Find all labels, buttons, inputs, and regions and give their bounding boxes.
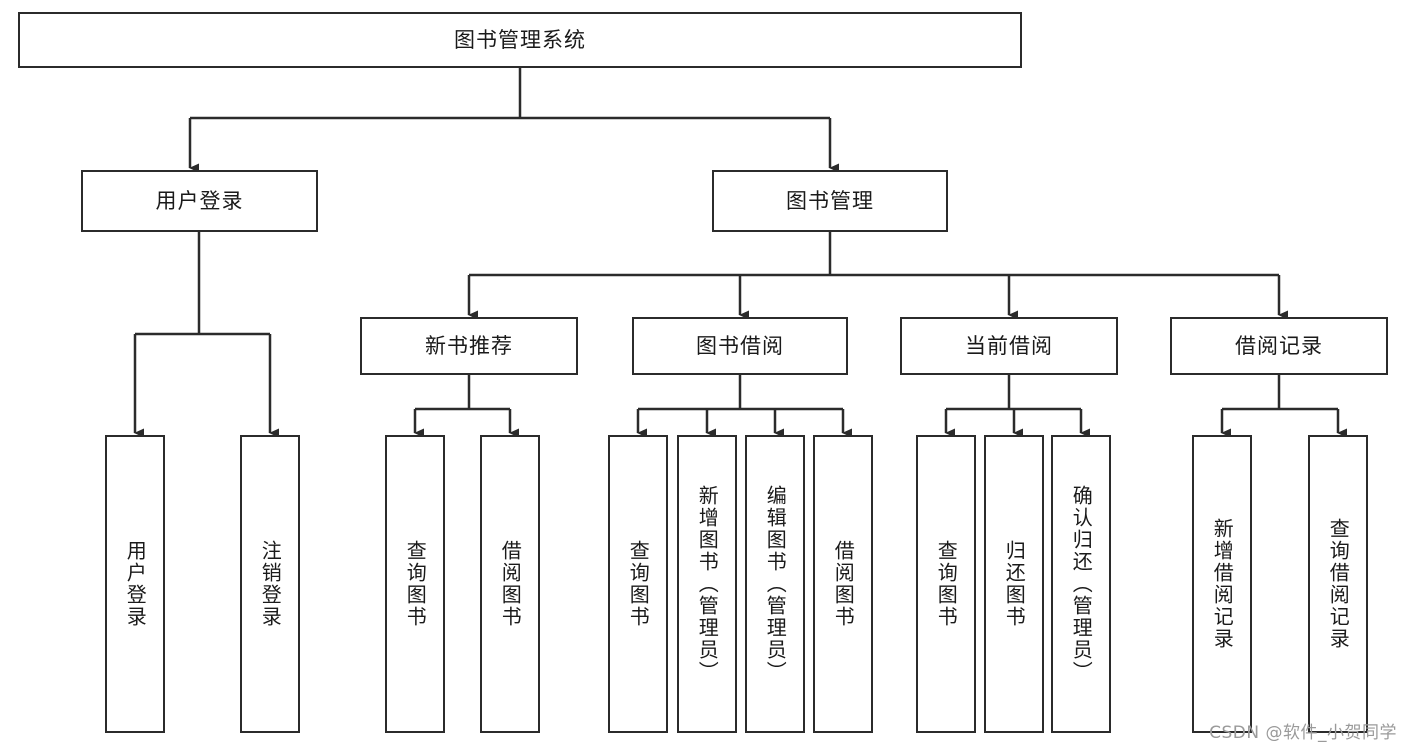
- node-leaf-cb-query-label: 查询图书: [934, 540, 959, 628]
- node-new-book-rec[interactable]: 新书推荐: [360, 317, 578, 375]
- node-book-borrow-label: 图书借阅: [696, 333, 784, 358]
- node-leaf-cb-return[interactable]: 归还图书: [984, 435, 1044, 733]
- node-leaf-rec-query-label: 查询图书: [403, 540, 428, 628]
- node-book-manage-label: 图书管理: [786, 188, 874, 213]
- node-leaf-bb-edit-label: 编辑图书（管理员）: [763, 485, 788, 683]
- node-leaf-bb-query-label: 查询图书: [626, 540, 651, 628]
- node-leaf-bb-query[interactable]: 查询图书: [608, 435, 668, 733]
- node-leaf-cb-confirm[interactable]: 确认归还（管理员）: [1051, 435, 1111, 733]
- watermark: CSDN @软件_小贺同学: [1209, 723, 1397, 743]
- node-leaf-bb-add[interactable]: 新增图书（管理员）: [677, 435, 737, 733]
- node-leaf-rec-borrow[interactable]: 借阅图书: [480, 435, 540, 733]
- node-leaf-user-login[interactable]: 用户登录: [105, 435, 165, 733]
- node-root[interactable]: 图书管理系统: [18, 12, 1022, 68]
- node-leaf-rec-borrow-label: 借阅图书: [498, 540, 523, 628]
- node-root-label: 图书管理系统: [454, 27, 586, 52]
- node-borrow-record[interactable]: 借阅记录: [1170, 317, 1388, 375]
- node-leaf-br-add-label: 新增借阅记录: [1210, 518, 1235, 650]
- node-new-book-rec-label: 新书推荐: [425, 333, 513, 358]
- node-leaf-cb-query[interactable]: 查询图书: [916, 435, 976, 733]
- node-book-manage[interactable]: 图书管理: [712, 170, 948, 232]
- edges-group: [133, 68, 1347, 438]
- node-current-borrow[interactable]: 当前借阅: [900, 317, 1118, 375]
- node-leaf-br-query-label: 查询借阅记录: [1326, 518, 1351, 650]
- node-leaf-rec-query[interactable]: 查询图书: [385, 435, 445, 733]
- node-book-borrow[interactable]: 图书借阅: [632, 317, 848, 375]
- node-leaf-bb-add-label: 新增图书（管理员）: [695, 485, 720, 683]
- node-borrow-record-label: 借阅记录: [1235, 333, 1323, 358]
- node-leaf-br-query[interactable]: 查询借阅记录: [1308, 435, 1368, 733]
- node-leaf-user-login-label: 用户登录: [123, 540, 148, 628]
- node-leaf-cb-confirm-label: 确认归还（管理员）: [1069, 485, 1094, 683]
- node-user-login[interactable]: 用户登录: [81, 170, 318, 232]
- node-current-borrow-label: 当前借阅: [965, 333, 1053, 358]
- node-user-login-label: 用户登录: [155, 188, 244, 213]
- node-leaf-br-add[interactable]: 新增借阅记录: [1192, 435, 1252, 733]
- node-leaf-bb-borrow-label: 借阅图书: [831, 540, 856, 628]
- node-leaf-bb-borrow[interactable]: 借阅图书: [813, 435, 873, 733]
- node-leaf-user-logout-label: 注销登录: [258, 540, 283, 628]
- node-leaf-bb-edit[interactable]: 编辑图书（管理员）: [745, 435, 805, 733]
- node-leaf-user-logout[interactable]: 注销登录: [240, 435, 300, 733]
- node-leaf-cb-return-label: 归还图书: [1002, 540, 1027, 628]
